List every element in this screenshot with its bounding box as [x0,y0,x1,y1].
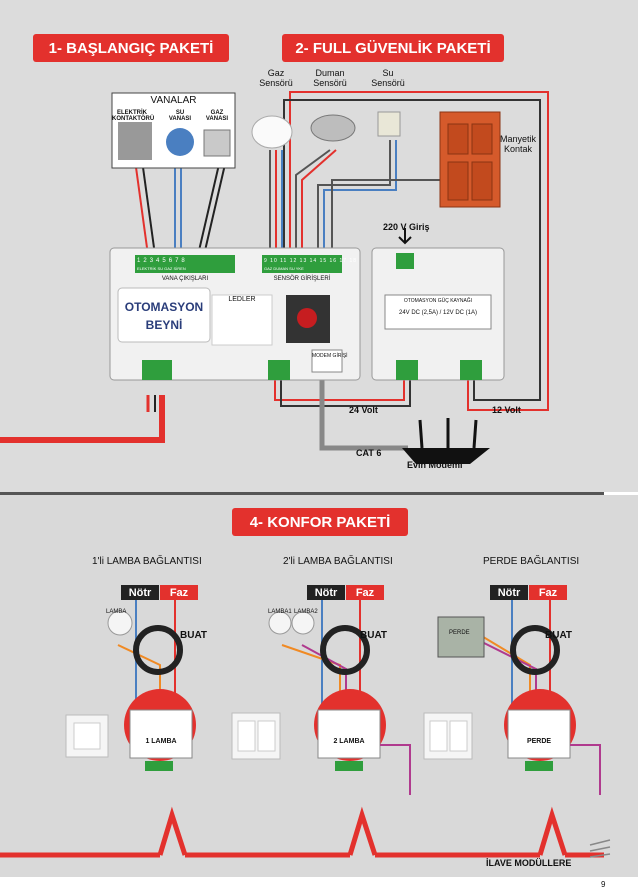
phase-tag-1: Faz [160,585,198,600]
one-lamp-connection-title: 1'li LAMBA BAĞLANTISI [92,556,202,567]
sensor-inputs-label: SENSÖR GİRİŞLERİ [273,276,331,282]
header-comfort-package: 4- KONFOR PAKETİ [232,508,408,536]
header-basic-package: 1- BAŞLANGIÇ PAKETİ [33,34,229,62]
12v-label: 12 Volt [492,405,521,415]
brain-name-line2: BEYNİ [145,318,183,332]
junction-label-3: BUAT [545,630,573,641]
two-lamp-connection-title: 2'li LAMBA BAĞLANTISI [283,556,393,567]
power-supply-spec: 24V DC (2,5A) / 12V DC (1A) [398,310,478,316]
neutral-tag-3: Nötr [490,585,528,600]
phase-tag-2: Faz [346,585,384,600]
valves-title: VANALAR [150,95,197,106]
junction-label-1: BUAT [180,630,208,641]
phase-tag-3: Faz [529,585,567,600]
section-divider [0,492,604,495]
header-full-security-package: 2- FULL GÜVENLİK PAKETİ [282,34,504,62]
power-supply-title: OTOMASYON GÜÇ KAYNAĞI [403,298,473,304]
page-number: 9 [601,880,606,889]
extra-modules-label: İLAVE MODÜLLERE [486,858,572,868]
24v-label: 24 Volt [349,405,378,415]
neutral-tag-2: Nötr [307,585,345,600]
lamp1-label: LAMBA1 [268,609,292,615]
power-input-label: 220 V Giriş [383,222,430,232]
lamp2-label: LAMBA2 [294,609,318,615]
junction-label-2: BUAT [360,630,388,641]
leds-title: LEDLER [228,296,256,303]
curtain-device-label: PERDE [449,630,470,636]
comfort-wiring-diagram [0,595,611,858]
neutral-tag-1: Nötr [121,585,159,600]
curtain-connection-title: PERDE BAĞLANTISI [483,556,580,567]
valve-terminal-groups: ELEKTRİK SU GAZ SİREN [137,266,186,271]
modem-input-label: MODEM GİRİŞİ [312,353,348,359]
valve-terminal-numbers: 12345678 [137,258,188,264]
bottom-section [0,495,638,877]
modem-label: Evin Modemi [407,460,463,470]
top-wiring-diagram [0,91,549,464]
module-2-label: 2 LAMBA [333,738,365,745]
brain-name-line1: OTOMASYON [124,300,204,314]
module-3-label: PERDE [526,738,552,745]
cat6-label: CAT 6 [356,448,382,458]
sensor-terminal-groups: GAZ DUMAN SU YKE [264,266,304,271]
valve-outputs-label: VANA ÇIKIŞLARI [161,276,209,282]
sensor-terminal-numbers: 9 10 11 12 13 14 15 16 17 18 [264,258,357,264]
lamp-label: LAMBA [106,609,127,615]
module-1-label: 1 LAMBA [145,738,177,745]
